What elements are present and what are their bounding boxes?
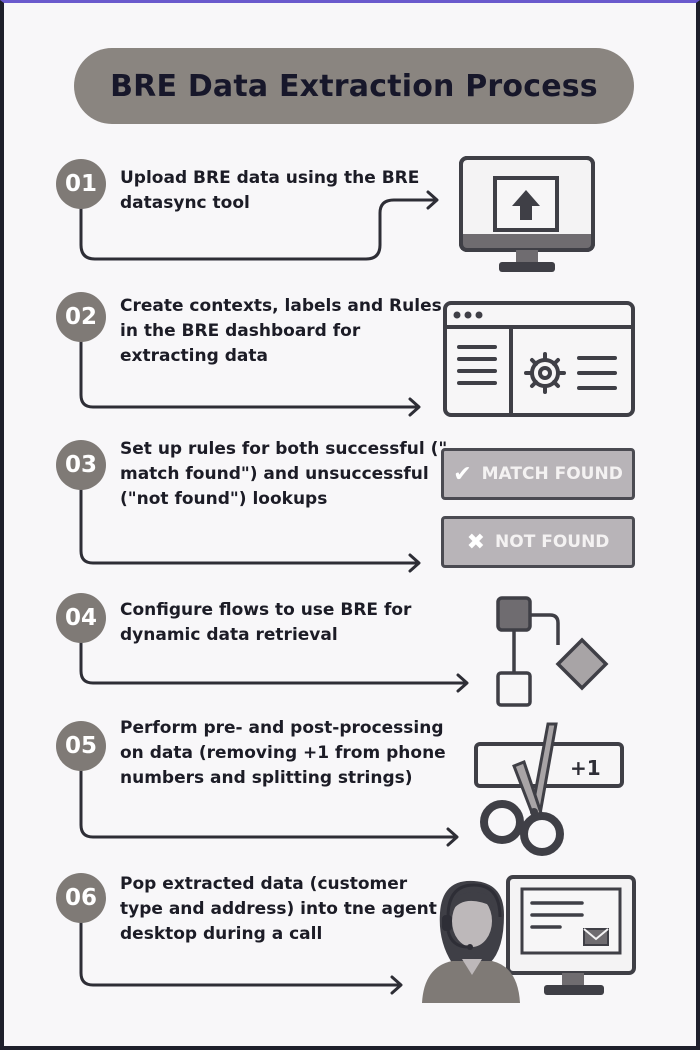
phone-prefix-text: +1 — [570, 756, 601, 780]
flowchart-icon — [496, 596, 609, 707]
not-found-label: NOT FOUND — [495, 532, 610, 552]
monitor-upload-icon — [459, 156, 595, 272]
step-text-6: Pop extracted data (customer type and ad… — [120, 874, 437, 944]
scissors-icon: +1 — [474, 722, 624, 856]
step-badge-2: 02 — [56, 292, 106, 342]
arrowhead-6 — [390, 975, 403, 995]
step-text-2: Create contexts, labels and Rules in the… — [120, 296, 442, 366]
arrowhead-3 — [408, 553, 421, 573]
step-text-5: Perform pre- and post-processing on data… — [120, 718, 446, 788]
arrowhead-5 — [446, 827, 459, 847]
not-found-button: ✖ NOT FOUND — [441, 516, 635, 568]
check-icon: ✔ — [453, 461, 472, 487]
match-found-button: ✔ MATCH FOUND — [441, 448, 635, 500]
step-badge-5: 05 — [56, 721, 106, 771]
step-badge-4: 04 — [56, 593, 106, 643]
step-text-1: Upload BRE data using the BRE datasync t… — [120, 168, 420, 213]
step-text-4: Configure flows to use BRE for dynamic d… — [120, 600, 412, 645]
step-badge-6: 06 — [56, 873, 106, 923]
step-badge-3: 03 — [56, 440, 106, 490]
close-icon: ✖ — [466, 529, 486, 555]
arrowhead-4 — [456, 673, 469, 693]
arrowhead-2 — [408, 397, 421, 417]
dashboard-gear-icon — [443, 301, 635, 417]
agent-desktop-icon — [422, 875, 636, 1003]
match-found-label: MATCH FOUND — [481, 464, 623, 484]
title-banner: BRE Data Extraction Process — [74, 48, 634, 124]
step-badge-1: 01 — [56, 159, 106, 209]
page-title: BRE Data Extraction Process — [110, 68, 598, 104]
step-text-3: Set up rules for both successful (" matc… — [120, 439, 448, 509]
